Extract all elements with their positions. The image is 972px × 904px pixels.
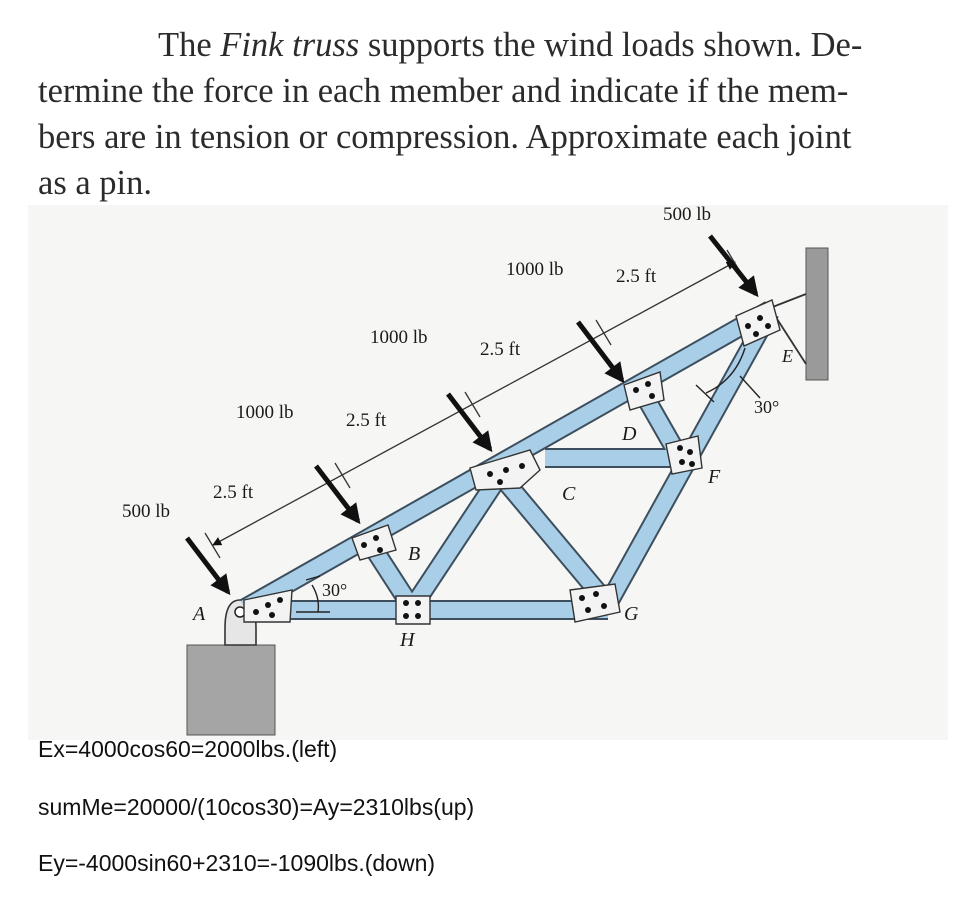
gusset-b [351,524,397,561]
load-label-left: 500 lb [122,501,170,522]
problem-line-2: termine the force in each member and ind… [38,72,849,110]
problem-line-3: bers are in tension or compression. Appr… [38,118,852,156]
load-arrows [185,234,759,596]
joint-label-d: D [621,423,637,445]
gusset-h [395,595,431,625]
problem-line-1: The Fink truss supports the wind loads s… [38,22,938,68]
spacing-label-3: 2.5 ft [480,339,521,360]
gusset-d [623,371,665,411]
truss-diagram: 500 lb 1000 lb 1000 lb 1000 lb 500 lb 2.… [28,205,948,740]
joint-label-b: B [408,543,420,565]
truss-figure: 500 lb 1000 lb 1000 lb 1000 lb 500 lb 2.… [28,205,948,740]
angle-marks [296,347,761,613]
joint-label-c: C [562,483,576,505]
fink-truss-term: Fink truss [220,26,360,64]
load-label-lower: 1000 lb [236,402,294,423]
load-arrow-top [708,234,759,298]
angle-label-a: 30° [322,580,347,600]
joint-label-a: A [191,603,206,625]
gusset-c [569,583,621,623]
solution-line-1: Ex=4000cos60=2000lbs.(left) [38,736,338,762]
solution-line-2: sumMe=20000/(10cos30)=Ay=2310lbs(up) [38,794,475,820]
joint-label-g: G [624,603,639,625]
load-arrow-left [185,536,231,596]
problem-line-4: as a pin. [38,164,153,202]
load-label-upper: 1000 lb [506,259,564,280]
spacing-label-4: 2.5 ft [616,266,657,287]
problem-line-1-pre: The [158,26,221,64]
problem-statement: The Fink truss supports the wind loads s… [38,22,938,206]
spacing-label-2: 2.5 ft [346,410,387,431]
dimension-line [204,249,743,559]
joint-label-h: H [399,629,416,651]
bolts [253,315,771,619]
load-arrow-lower [314,464,361,525]
gusset-e [735,299,781,347]
load-arrow-middle [446,392,493,453]
load-label-top: 500 lb [663,205,711,225]
spacing-label-1: 2.5 ft [213,482,254,503]
solution-line-3: Ey=-4000sin60+2310=-1090lbs.(down) [38,850,436,876]
load-arrow-upper [576,320,625,384]
pin-support-a [186,599,276,736]
joint-label-f: F [707,466,721,488]
problem-line-1-post: supports the wind loads shown. De- [359,26,863,64]
joint-label-e: E [781,346,793,366]
angle-label-e: 30° [754,397,779,417]
load-label-middle: 1000 lb [370,327,428,348]
